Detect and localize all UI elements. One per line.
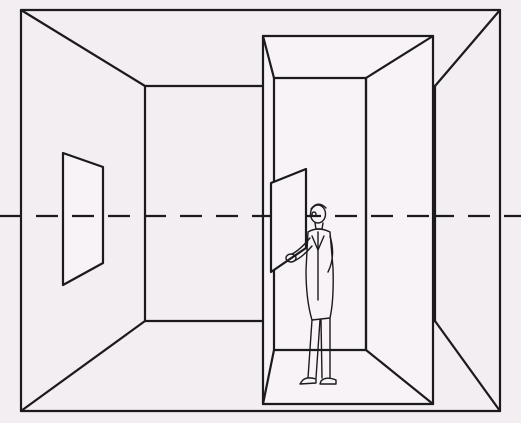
observer-leg-right-inner bbox=[321, 320, 322, 378]
ray-top-right bbox=[435, 10, 500, 86]
ray-top-left bbox=[21, 10, 145, 86]
ray-bottom-right bbox=[435, 321, 500, 411]
left-window-panel bbox=[63, 153, 103, 285]
ray-bottom-left bbox=[21, 321, 145, 411]
